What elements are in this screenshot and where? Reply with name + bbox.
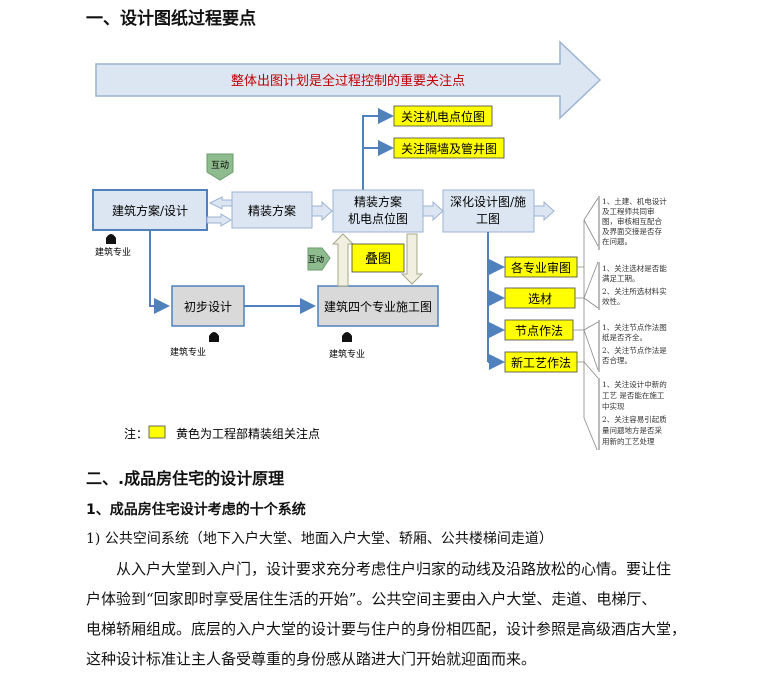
four-disciplines-box	[317, 285, 439, 327]
svg-text:及界面交接是否存: 及界面交接是否存	[602, 226, 662, 236]
paragraph-line: 从入户大堂到入户门，设计要求充分考虑住户归家的动线及沿路放松的心情。要让住	[116, 560, 672, 578]
section-1-title: 一、设计图纸过程要点	[86, 9, 256, 29]
fitout-scheme-box	[231, 191, 313, 229]
svg-text:1、土建、机电设计: 1、土建、机电设计	[602, 196, 667, 206]
svg-text:工艺 是否能在施工: 工艺 是否能在施工	[602, 390, 665, 400]
paragraph-line: 户体验到“回家即时享受居住生活的开始”。公共空间主要由入户大堂、走道、电梯厅、	[86, 590, 657, 608]
svg-text:初步设计: 初步设计	[184, 300, 232, 314]
mep-points-box	[393, 105, 493, 127]
note-new-process: 1、关注设计中新的 工艺 是否能在施工 中实现 2、关注容易引起质 量问题地方是…	[602, 379, 667, 446]
svg-text:及工程师共同审: 及工程师共同审	[602, 206, 655, 216]
svg-text:新工艺作法: 新工艺作法	[511, 355, 571, 370]
svg-text:工图: 工图	[476, 212, 500, 226]
svg-text:纸是否齐全。: 纸是否齐全。	[602, 332, 647, 342]
svg-text:节点作法: 节点作法	[515, 324, 563, 338]
plan-banner-arrow	[95, 40, 602, 120]
svg-text:建筑方案/设计: 建筑方案/设计	[112, 203, 188, 218]
svg-text:中实现: 中实现	[602, 401, 625, 411]
svg-text:图，审核相互配合: 图，审核相互配合	[602, 216, 662, 226]
svg-text:效性。: 效性。	[602, 296, 625, 306]
note-discipline-review: 1、土建、机电设计 及工程师共同审 图，审核相互配合 及界面交接是否存 在问题。	[602, 196, 667, 246]
person-icon	[106, 234, 116, 244]
svg-text:2、关注所选材料实: 2、关注所选材料实	[602, 286, 667, 296]
paragraph-line: 这种设计标准让主人备受尊重的身份感从踏进大门开始就迎面而来。	[86, 650, 537, 668]
section-2-subtitle: 1、成品房住宅设计考虑的十个系统	[86, 502, 306, 518]
svg-text:2、关注节点作法是: 2、关注节点作法是	[602, 345, 667, 355]
svg-text:各专业审图: 各专业审图	[511, 260, 571, 275]
svg-text:深化设计图/施: 深化设计图/施	[450, 195, 526, 209]
svg-text:关注机电点位图: 关注机电点位图	[401, 109, 485, 124]
svg-text:1、关注选材是否能: 1、关注选材是否能	[602, 263, 667, 273]
svg-text:在问题。: 在问题。	[602, 236, 632, 246]
svg-text:2、关注容易引起质: 2、关注容易引起质	[602, 414, 667, 424]
svg-text:精装方案: 精装方案	[354, 194, 402, 209]
svg-text:叠图: 叠图	[365, 252, 391, 267]
svg-text:注：: 注：	[124, 426, 148, 441]
svg-text:精装方案: 精装方案	[248, 203, 296, 218]
interact-tag	[206, 153, 234, 181]
person-icon	[342, 332, 352, 342]
svg-text:1、关注设计中新的: 1、关注设计中新的	[602, 379, 667, 389]
arch-discipline-marker-2: 建筑专业	[170, 332, 219, 358]
partition-shaft-box	[393, 137, 505, 159]
arch-discipline-marker-1: 建筑专业	[95, 234, 131, 258]
svg-text:机电点位图: 机电点位图	[348, 211, 408, 226]
fitout-mep-box	[332, 189, 424, 233]
paragraph-line: 电梯轿厢组成。底层的入户大堂的设计要与住户的身份相匹配，设计参照是高级酒店大堂，	[86, 620, 687, 638]
arch-scheme-box	[92, 189, 208, 231]
legend-yellow-swatch	[148, 425, 166, 439]
svg-text:建筑专业: 建筑专业	[329, 348, 365, 360]
svg-text:选材: 选材	[528, 292, 552, 306]
svg-text:满足工期。: 满足工期。	[602, 273, 640, 283]
svg-text:建筑专业: 建筑专业	[95, 246, 131, 258]
svg-text:建筑专业: 建筑专业	[170, 346, 206, 358]
svg-text:互动: 互动	[211, 160, 229, 171]
banner-text: 整体出图计划是全过程控制的重要关注点	[231, 73, 465, 89]
svg-text:建筑四个专业施工图: 建筑四个专业施工图	[324, 299, 432, 314]
svg-text:互动: 互动	[308, 254, 324, 264]
svg-text:用新的工艺处理: 用新的工艺处理	[602, 436, 655, 446]
overlay-box	[351, 243, 405, 273]
svg-text:黄色为工程部精装组关注点: 黄色为工程部精装组关注点	[176, 426, 320, 441]
svg-text:否合理。: 否合理。	[602, 355, 632, 365]
note-materials: 1、关注选材是否能 满足工期。 2、关注所选材料实 效性。	[602, 263, 667, 306]
svg-text:1、关注节点作法图: 1、关注节点作法图	[602, 322, 667, 332]
svg-text:关注隔墙及管井图: 关注隔墙及管井图	[401, 141, 497, 156]
section-2-title: 二、.成品房住宅的设计原理	[86, 469, 285, 488]
body-paragraph: 从入户大堂到入户门，设计要求充分考虑住户归家的动线及沿路放松的心情。要让住 户体…	[86, 554, 706, 674]
list-item-1: 1) 公共空间系统（地下入户大堂、地面入户大堂、轿厢、公共楼梯间走道）	[86, 531, 553, 547]
svg-text:量问题地方是否采: 量问题地方是否采	[602, 425, 662, 435]
interact-tag-vertical	[307, 247, 331, 271]
person-icon	[209, 332, 219, 342]
arch-discipline-marker-3: 建筑专业	[329, 332, 365, 360]
note-node-method: 1、关注节点作法图 纸是否齐全。 2、关注节点作法是 否合理。	[602, 322, 667, 365]
process-diagram: 整体出图计划是全过程控制的重要关注点 关注机电点位图 关注隔墙及管井图 互动 建…	[92, 40, 667, 450]
